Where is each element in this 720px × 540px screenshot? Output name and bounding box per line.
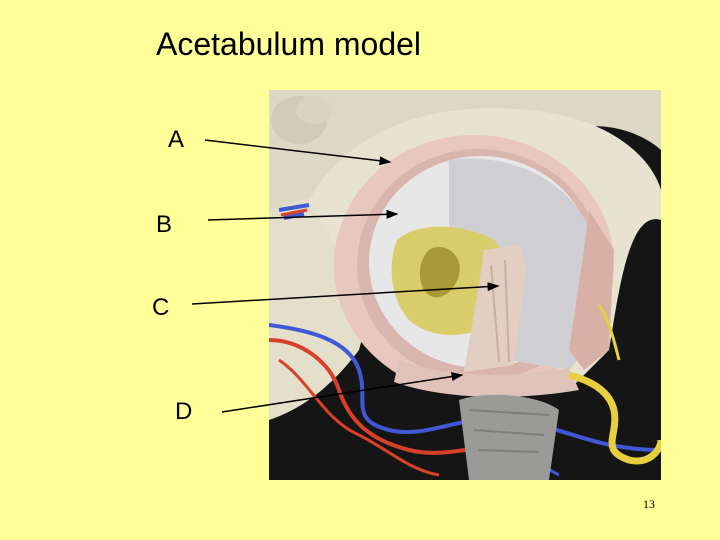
- label-c: C: [152, 294, 170, 321]
- label-b: B: [156, 211, 173, 238]
- slide-title: Acetabulum model: [156, 26, 422, 62]
- acetabulum-illustration: [269, 90, 661, 480]
- page-number: 13: [643, 497, 655, 511]
- label-a: A: [168, 126, 185, 153]
- label-d: D: [175, 398, 193, 425]
- acetabulum-model-image: [269, 90, 661, 480]
